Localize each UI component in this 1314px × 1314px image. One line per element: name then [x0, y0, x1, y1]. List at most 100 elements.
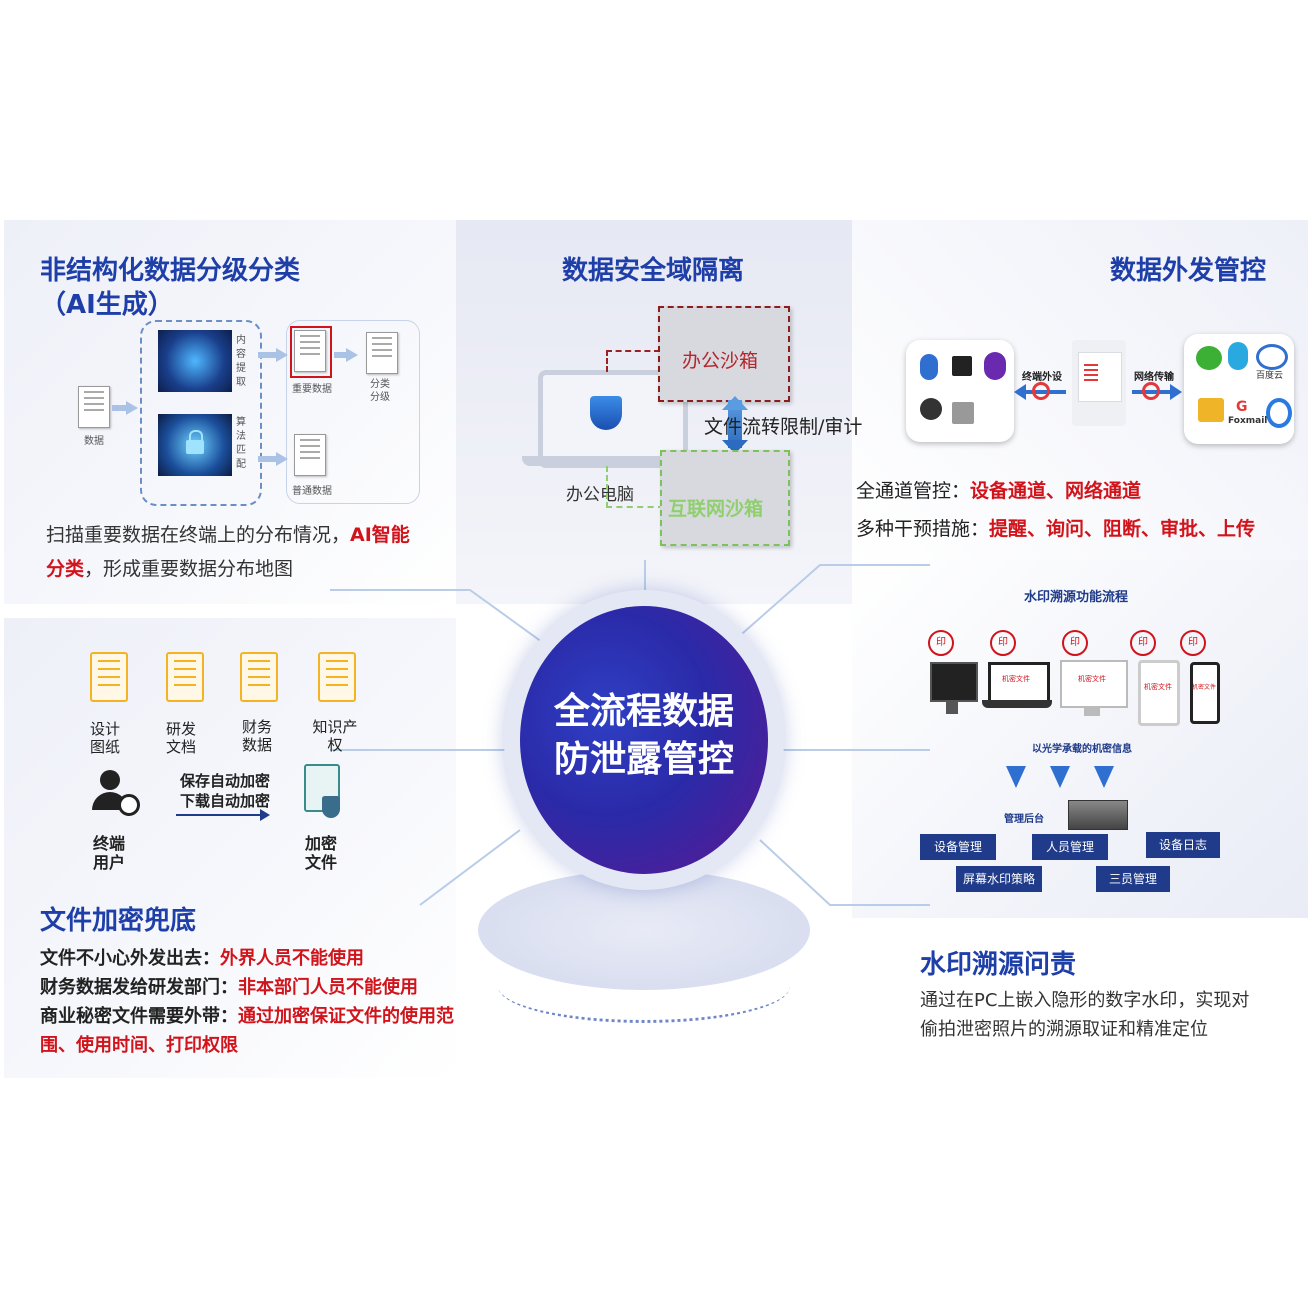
disc-icon	[984, 352, 1006, 380]
tc-office-sandbox-label: 办公沙箱	[682, 350, 759, 372]
bl-doc-label-3: 知识产权	[312, 718, 358, 754]
foxmail-icon: G	[1236, 399, 1248, 415]
tr-line1-label: 全通道管控：	[856, 480, 971, 502]
tl-arrow-4-head	[346, 348, 358, 362]
tl-arrow-3-head	[276, 452, 288, 466]
monitor-stand	[946, 700, 958, 714]
br-description: 通过在PC上嵌入隐形的数字水印，实现对偷拍泄密照片的溯源取证和精准定位	[920, 990, 1250, 1040]
wechat-icon	[1196, 346, 1222, 370]
tc-office-sandbox-box	[658, 306, 790, 402]
center-title-line1: 全流程数据	[553, 691, 734, 732]
br-stamp-text-4: 印	[1188, 637, 1198, 648]
monitor-icon	[930, 662, 978, 702]
tl-lock-image	[158, 414, 232, 476]
tl-important-label: 重要数据	[292, 384, 332, 395]
br-down-arrow-0	[1006, 766, 1026, 788]
finance-doc-icon	[240, 652, 278, 702]
bluetooth-icon	[920, 354, 938, 380]
tl-desc-part2: ，形成重要数据分布地图	[84, 558, 294, 580]
lock-shackle	[189, 430, 203, 444]
tr-left-arrow-head	[1014, 384, 1026, 400]
bl-save-label: 保存自动加密	[180, 772, 271, 790]
tl-extract-label: 内容提取	[236, 335, 246, 388]
bl-user-label: 终端用户	[92, 834, 125, 872]
tc-laptop-base	[522, 456, 702, 466]
bl-arrow	[176, 814, 262, 816]
tr-right-arrow-head	[1170, 384, 1182, 400]
magnifier-icon-right	[1142, 382, 1160, 400]
ip-doc-icon	[318, 652, 356, 702]
br-stamp-text-2: 印	[1070, 637, 1080, 648]
center-circle	[520, 606, 768, 874]
tl-normal-doc-icon	[294, 434, 326, 476]
tr-line2: 多种干预措施：提醒、询问、阻断、审批、上传	[856, 514, 1255, 541]
tl-desc-red: AI智能分类	[46, 524, 410, 580]
tl-normal-label: 普通数据	[292, 486, 332, 497]
br-stamp-4: 印	[1180, 630, 1206, 656]
tc-title: 数据安全域隔离	[562, 256, 745, 286]
laptop-base	[982, 700, 1052, 708]
br-down-arrow-1	[1050, 766, 1070, 788]
bl-row-0-label: 文件不小心外发出去：	[40, 948, 220, 969]
dvd-icon	[920, 398, 942, 420]
server-icon	[1068, 800, 1128, 830]
tc-internet-sandbox-box	[660, 450, 790, 546]
tc-flow-label: 文件流转限制/审计	[704, 416, 863, 438]
bl-row-0-red: 外界人员不能使用	[220, 948, 364, 969]
tl-subtitle: （AI生成）	[40, 290, 174, 320]
tr-title: 数据外发管控	[1110, 256, 1267, 286]
center-title: 全流程数据 防泄露管控	[520, 688, 768, 784]
document-icon	[1084, 364, 1098, 384]
bl-row-2: 商业秘密文件需要外带：通过加密保证文件的使用范围、使用时间、打印权限	[40, 1002, 470, 1060]
br-phone-doc: 机密文件	[1192, 684, 1217, 691]
br-stamp-0: 印	[928, 630, 954, 656]
tr-line2-label: 多种干预措施：	[856, 518, 990, 540]
tc-flow-arrow-up	[722, 396, 748, 410]
shield-logo-icon	[590, 396, 622, 430]
bl-doc-label-2: 财务数据	[241, 718, 272, 754]
br-stamp-1: 印	[990, 630, 1016, 656]
tc-pc-label: 办公电脑	[566, 485, 634, 505]
bl-row-2-red: 通过加密保证文件的使用范围、使用时间、打印权限	[40, 1006, 454, 1056]
three-admin-management-button: 三员管理	[1096, 866, 1170, 892]
desktop-stand	[1084, 706, 1100, 716]
tl-arrow-2	[258, 352, 278, 358]
device-management-button: 设备管理	[920, 834, 996, 860]
bl-title: 文件加密兜底	[40, 906, 197, 936]
tr-line1: 全通道管控：设备通道、网络通道	[856, 476, 1141, 503]
tr-baidu-label: 百度云	[1256, 371, 1284, 381]
tl-classify-doc-icon	[366, 332, 398, 374]
design-doc-icon	[90, 652, 128, 702]
screen-watermark-policy-button: 屏幕水印策略	[956, 866, 1042, 892]
desktop-icon	[1060, 660, 1128, 708]
personnel-management-button: 人员管理	[1032, 834, 1108, 860]
usb-icon	[952, 356, 972, 376]
shield-icon	[322, 796, 340, 818]
tl-arrow-4	[334, 352, 348, 358]
tl-desc-part1: 扫描重要数据在终端上的分布情况，	[46, 524, 351, 546]
bl-doc-label-1: 研发文档	[165, 720, 196, 756]
ie-icon	[1266, 398, 1292, 428]
tl-data-label: 数据	[84, 436, 104, 447]
br-backend-label: 管理后台	[1004, 814, 1044, 825]
user-icon	[92, 770, 140, 816]
bl-row-2-label: 商业秘密文件需要外带：	[40, 1006, 238, 1027]
tr-foxmail-label: Foxmail	[1228, 416, 1268, 426]
magnifier-icon-left	[1032, 382, 1050, 400]
rnd-doc-icon	[166, 652, 204, 702]
br-laptop-doc: 机密文件	[1002, 675, 1030, 683]
bl-encrypted-label: 加密文件	[304, 834, 337, 872]
tc-green-connector	[606, 466, 664, 508]
bl-arrow-head	[260, 809, 270, 821]
tl-important-doc-icon	[294, 330, 326, 372]
laptop-icon	[988, 662, 1050, 704]
br-stamp-text-1: 印	[998, 637, 1008, 648]
tc-internet-sandbox-label: 互联网沙箱	[668, 498, 764, 520]
bl-row-0: 文件不小心外发出去：外界人员不能使用	[40, 944, 470, 973]
tl-ai-scan-image	[158, 330, 232, 392]
bl-row-1-red: 非本部门人员不能使用	[238, 977, 418, 998]
bl-download-label: 下载自动加密	[180, 792, 271, 810]
tr-network-label: 网络传输	[1134, 372, 1174, 383]
br-tablet-doc: 机密文件	[1144, 683, 1172, 691]
